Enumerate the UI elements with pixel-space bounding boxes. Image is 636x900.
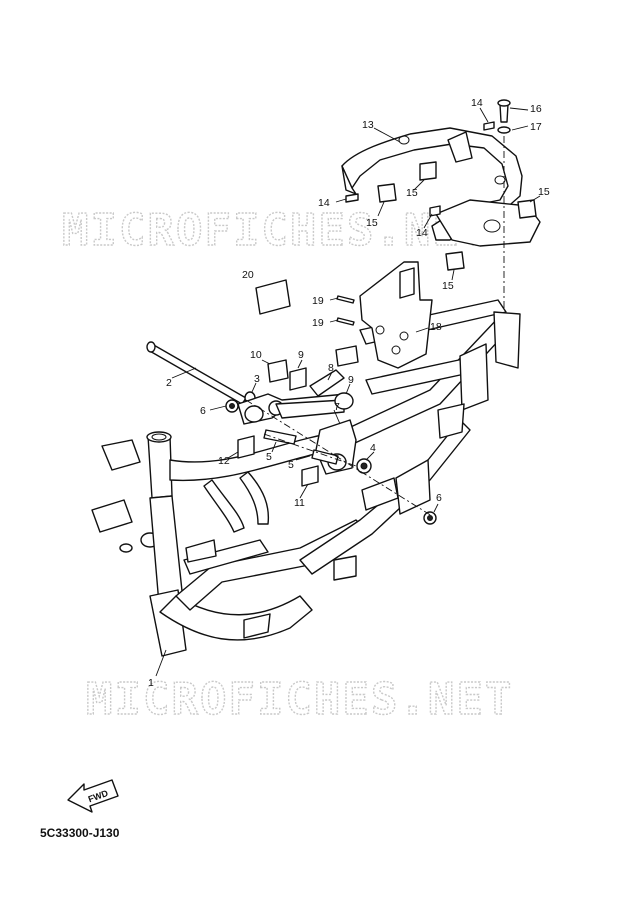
leader-lines bbox=[155, 107, 541, 677]
fwd-arrow-icon: FWD bbox=[67, 779, 119, 813]
callout-5b: 5 bbox=[288, 459, 294, 471]
watermark-top: MICROFICHES.NET bbox=[62, 205, 489, 256]
callout-14c: 14 bbox=[471, 97, 483, 109]
callout-16: 16 bbox=[530, 103, 542, 115]
callout-6a: 6 bbox=[200, 405, 206, 417]
upper-bracket-parts bbox=[335, 261, 433, 369]
callout-4: 4 bbox=[370, 442, 376, 454]
callout-11: 11 bbox=[294, 497, 305, 509]
callout-15b: 15 bbox=[406, 187, 418, 199]
callout-13: 13 bbox=[362, 119, 374, 131]
callout-1: 1 bbox=[148, 677, 154, 689]
diagram-code: 5C33300-J130 bbox=[40, 826, 120, 840]
callout-3: 3 bbox=[254, 373, 260, 385]
callout-8: 8 bbox=[328, 362, 334, 374]
callout-19b: 19 bbox=[312, 317, 324, 329]
frame-part bbox=[91, 299, 521, 657]
engine-mount-bolt-part bbox=[146, 341, 247, 405]
callout-19a: 19 bbox=[312, 295, 324, 307]
seat-frame-part bbox=[341, 99, 541, 271]
callout-9b: 9 bbox=[348, 374, 354, 386]
callout-6b: 6 bbox=[436, 492, 442, 504]
alignment-lines bbox=[245, 136, 505, 517]
callout-15c: 15 bbox=[442, 280, 454, 292]
callout-10: 10 bbox=[250, 349, 262, 361]
engine-linkage-parts bbox=[225, 359, 437, 525]
callout-9a: 9 bbox=[298, 349, 304, 361]
callout-15d: 15 bbox=[538, 186, 550, 198]
callout-18: 18 bbox=[430, 321, 442, 333]
callout-5a: 5 bbox=[266, 451, 272, 463]
callout-20: 20 bbox=[242, 269, 254, 281]
callout-17: 17 bbox=[530, 121, 542, 133]
callout-14b: 14 bbox=[416, 227, 428, 239]
callout-12: 12 bbox=[218, 455, 230, 467]
callout-labels: 1 2 3 4 5 5 6 6 7 8 9 9 10 11 12 13 14 1… bbox=[148, 97, 550, 689]
label-part bbox=[255, 279, 291, 315]
callout-2: 2 bbox=[166, 377, 172, 389]
callout-7: 7 bbox=[334, 401, 340, 413]
watermark-bottom: MICROFICHES.NET bbox=[86, 674, 513, 725]
callout-14a: 14 bbox=[318, 197, 330, 209]
callout-15a: 15 bbox=[366, 217, 378, 229]
